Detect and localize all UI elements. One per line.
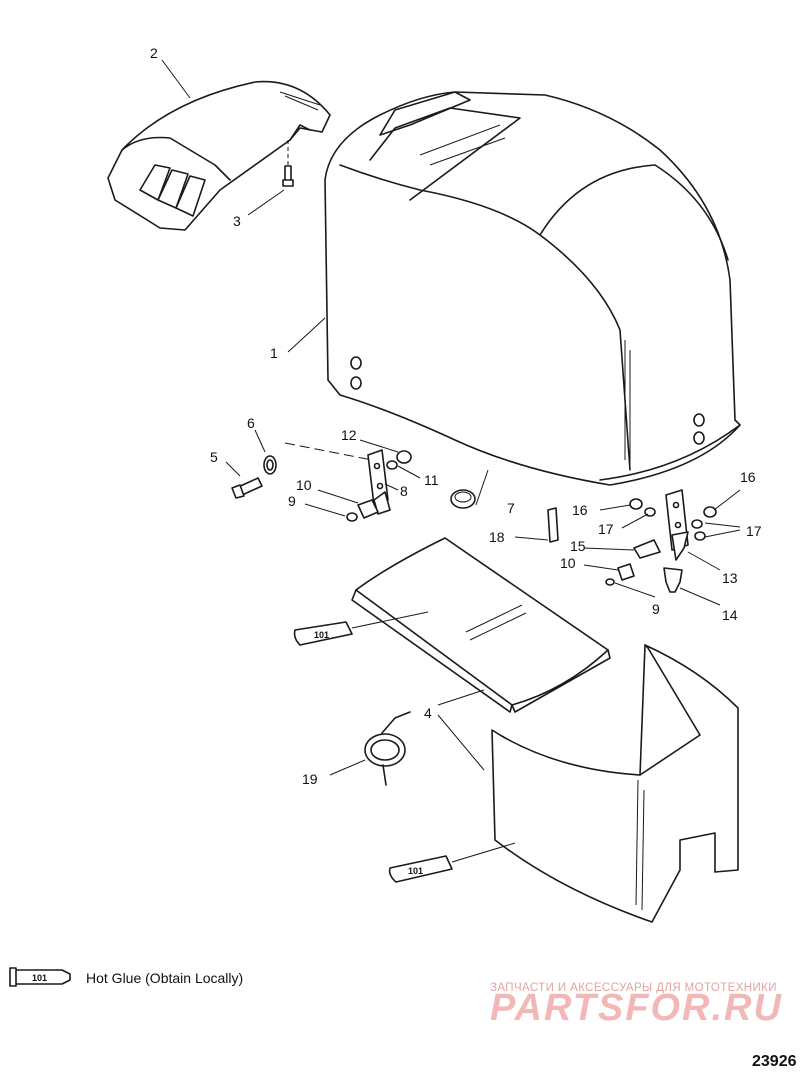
screw [282,140,294,187]
callout-2: 2 [150,45,158,61]
svg-text:101: 101 [314,630,329,640]
callout-10a: 10 [296,477,312,493]
left-latch-hardware [231,442,412,522]
glue-tube-upper: 101 [293,611,429,646]
legend-text: Hot Glue (Obtain Locally) [86,970,243,986]
svg-text:101: 101 [32,973,47,983]
callout-19: 19 [302,771,318,787]
callout-3: 3 [233,213,241,229]
callout-14: 14 [722,607,738,623]
callout-13: 13 [722,570,738,586]
callout-1: 1 [270,345,278,361]
callout-5: 5 [210,449,218,465]
grommet [450,489,476,509]
callout-17b: 17 [746,523,762,539]
callout-16a: 16 [572,502,588,518]
callout-8: 8 [400,483,408,499]
callout-11: 11 [424,472,439,488]
figure-number: 23926 [752,1053,797,1070]
foam-panel-upper [351,537,611,713]
callout-16b: 16 [740,469,756,485]
watermark-brand: PARTSFOR.RU [490,987,783,1029]
callout-12: 12 [341,427,357,443]
glue-tube-icon: 101 [9,967,71,987]
glue-tube-lower: 101 [388,842,516,883]
callout-6: 6 [247,415,255,431]
callout-10b: 10 [560,555,576,571]
top-cowl-cover [107,80,331,231]
main-cowl [324,91,741,486]
callout-9a: 9 [288,493,296,509]
right-latch-hardware [547,489,717,593]
watermark-tagline: ЗАПЧАСТИ И АКСЕССУАРЫ ДЛЯ МОТОТЕХНИКИ [490,982,777,994]
callout-18: 18 [489,529,505,545]
callout-4: 4 [424,705,432,721]
callout-7: 7 [507,500,515,516]
wire-harness-ring [364,711,411,786]
foam-panel-lower [491,644,739,923]
leader-lines [161,59,741,776]
legend: 101 Hot Glue (Obtain Locally) [9,967,243,987]
callout-numbers: 1 2 3 4 5 6 7 8 9 9 10 10 11 12 13 14 15… [150,45,762,787]
callout-17a: 17 [598,521,614,537]
callout-9b: 9 [652,601,660,617]
watermark: ЗАПЧАСТИ И АКСЕССУАРЫ ДЛЯ МОТОТЕХНИКИ PA… [490,982,783,1029]
callout-15: 15 [570,538,586,554]
svg-text:101: 101 [408,866,423,876]
